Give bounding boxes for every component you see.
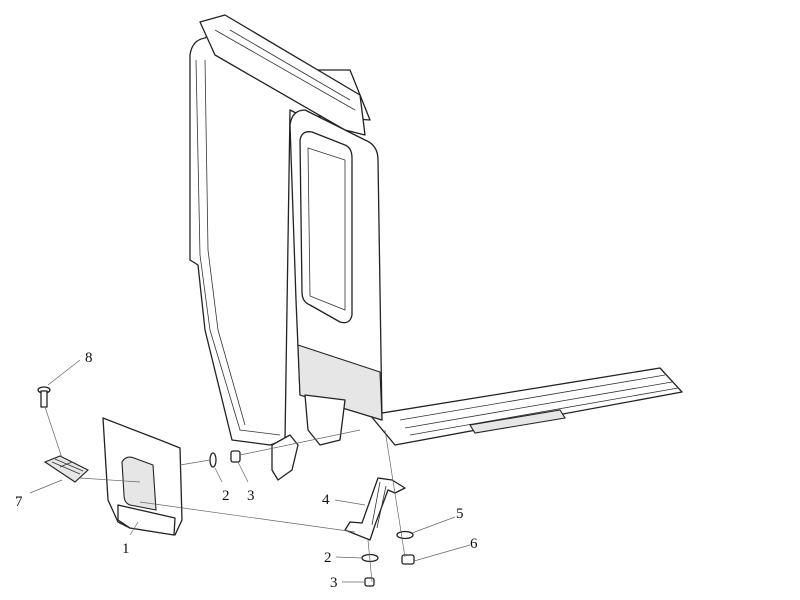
pillar-bracket (271, 434, 299, 481)
callout-5: 5 (456, 506, 464, 522)
callout-2-lower: 2 (324, 550, 332, 566)
assembly-lines (44, 406, 406, 583)
part-2-washer-upper (209, 452, 217, 468)
door-frame (189, 14, 371, 446)
callout-7: 7 (15, 494, 23, 510)
part-6-nut (401, 554, 415, 565)
part-3-nut-upper (230, 450, 241, 463)
floor-rail (369, 367, 683, 446)
part-1-step-cover (102, 417, 183, 536)
part-3-nut-lower (364, 577, 375, 587)
part-5-washer (396, 530, 414, 540)
part-4-bracket (344, 477, 406, 541)
callout-6: 6 (470, 536, 478, 552)
part-7-step-pad (43, 455, 89, 483)
callout-2-upper: 2 (222, 488, 230, 504)
callout-3-upper: 3 (247, 488, 255, 504)
door-panel (289, 109, 383, 446)
callout-1: 1 (122, 541, 130, 557)
callout-4: 4 (322, 492, 330, 508)
callout-leaders (29, 359, 471, 583)
callout-3-lower: 3 (330, 575, 338, 591)
callout-8: 8 (85, 350, 93, 366)
part-8-bolt (37, 386, 51, 408)
